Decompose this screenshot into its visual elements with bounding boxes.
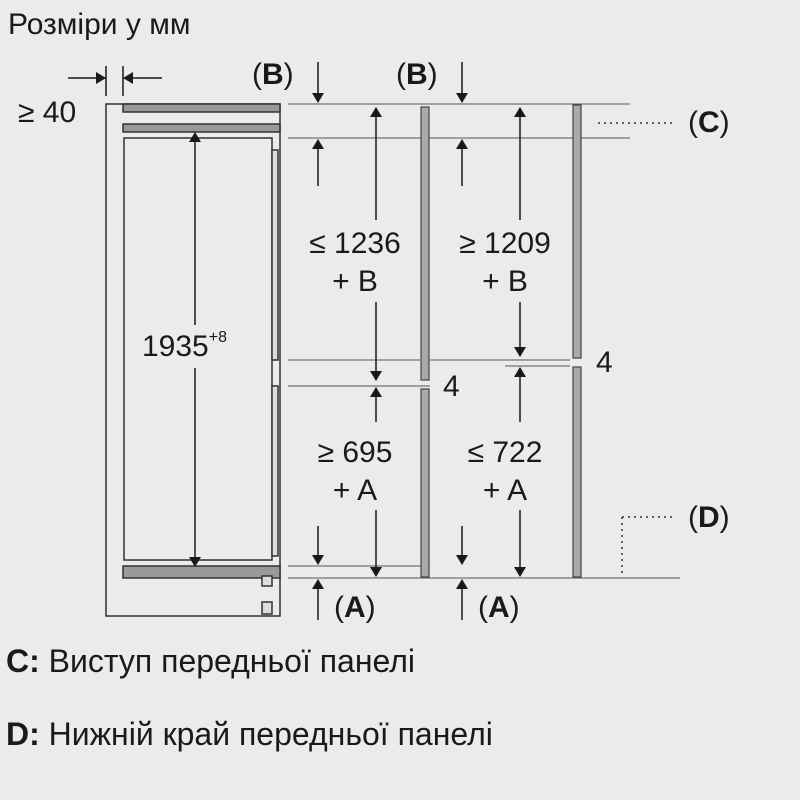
right-upper-value: ≥ 1209 [459,227,551,260]
left-lower-value: ≥ 695 [317,436,393,469]
left-lower-suffix: + A [332,474,378,507]
right-lower-suffix: + A [482,474,528,507]
page-title: Розміри у мм [8,8,191,41]
d-label: (D) [688,501,730,534]
right-upper-dim: ≥ 1209 + B [440,225,570,301]
a-arrows [312,526,468,620]
width-dimension [68,66,162,96]
gap-label-left: 4 [443,370,460,403]
a-label-right: (A) [478,591,520,624]
height-label: 1935+8 [142,330,227,362]
b-arrows [312,62,468,186]
right-lower-value: ≤ 722 [467,436,543,469]
left-upper-value: ≤ 1236 [309,227,401,260]
left-upper-dim: ≤ 1236 + B [290,225,420,301]
height-value: 1935 [142,330,209,363]
left-lower-dim: ≥ 695 + A [290,434,420,510]
legend-item-c: C: Виступ передньої панелі [6,643,416,679]
c-label: (C) [688,106,730,139]
b-label-left: (B) [252,58,294,91]
d-leader [621,516,676,576]
legend-item-d: D: Нижній край передньої панелі [6,716,493,752]
width-label: ≥ 40 [18,96,77,129]
right-lower-dim: ≤ 722 + A [440,434,570,510]
b-label-right: (B) [396,58,438,91]
right-upper-suffix: + B [482,265,528,298]
a-label-left: (A) [334,591,376,624]
door-panels [420,104,582,578]
left-upper-suffix: + B [332,265,378,298]
gap-label-right: 4 [596,346,613,379]
height-tolerance: +8 [208,329,227,346]
